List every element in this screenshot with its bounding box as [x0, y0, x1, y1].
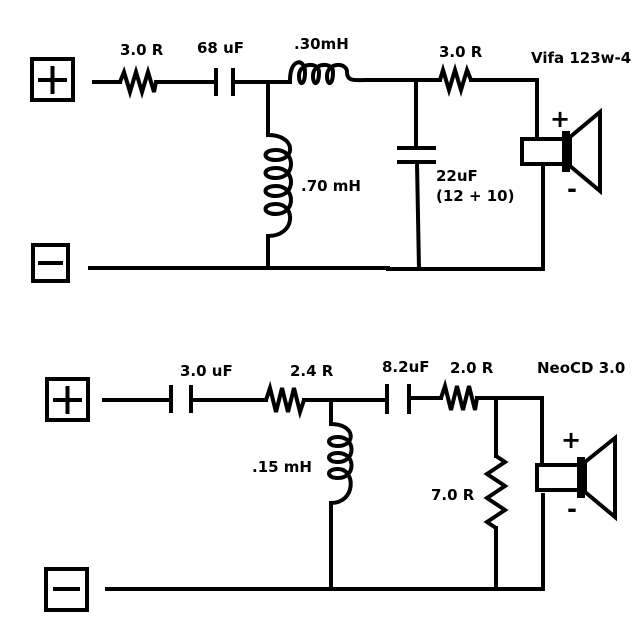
label-c3: 3.0 uF: [180, 362, 233, 380]
label-r3: 2.4 R: [290, 362, 334, 380]
label-r1: 3.0 R: [120, 41, 164, 59]
label-l3: .15 mH: [252, 458, 312, 476]
speaker-label: NeoCD 3.0: [537, 359, 625, 377]
label-c1: 68 uF: [197, 39, 244, 57]
label-r5: 7.0 R: [431, 486, 475, 504]
capacitor-c4: [385, 384, 411, 414]
speaker-label: Vifa 123w-4: [531, 49, 631, 67]
capacitor-c2: [397, 146, 436, 164]
label-c2-note: (12 + 10): [436, 187, 514, 205]
speaker-vifa: [520, 107, 602, 196]
wire: [475, 396, 544, 464]
resistor-r2: [438, 63, 473, 97]
polarity-plus: +: [561, 426, 581, 454]
wire: [414, 78, 422, 272]
circuit-neocd: 3.0 uF 2.4 R 8.2uF 2.0 R NeoCD 3.0 .15 m…: [44, 358, 625, 612]
label-c2: 22uF: [436, 167, 478, 185]
positive-terminal: [30, 57, 75, 102]
polarity-plus: +: [550, 105, 570, 133]
label-l1: .30mH: [294, 35, 349, 53]
wire: [469, 78, 539, 139]
capacitor-c1: [214, 68, 235, 96]
resistor-r1: [118, 65, 158, 99]
polarity-minus: -: [567, 495, 577, 523]
plus-icon: [53, 386, 82, 414]
resistor-r4: [439, 378, 479, 411]
label-c4: 8.2uF: [382, 358, 430, 376]
label-r2: 3.0 R: [439, 43, 483, 61]
inductor-l3: [327, 422, 354, 505]
label-r4: 2.0 R: [450, 359, 494, 377]
negative-terminal: [31, 243, 70, 283]
wire: [105, 493, 545, 591]
negative-terminal: [44, 567, 89, 612]
plus-icon: [38, 66, 67, 94]
polarity-minus: -: [567, 175, 577, 203]
resistor-r3: [264, 380, 306, 420]
inductor-l2: [263, 133, 293, 238]
wire: [386, 164, 545, 271]
circuit-vifa: 3.0 R 68 uF .30mH 3.0 R Vifa 123w-4 .70 …: [30, 35, 631, 283]
label-l2: .70 mH: [301, 177, 361, 195]
speaker-neocd: [535, 433, 617, 522]
positive-terminal: [45, 377, 90, 422]
inductor-l1: [288, 60, 368, 85]
resistor-r5: [483, 454, 509, 530]
capacitor-c3: [169, 385, 193, 413]
